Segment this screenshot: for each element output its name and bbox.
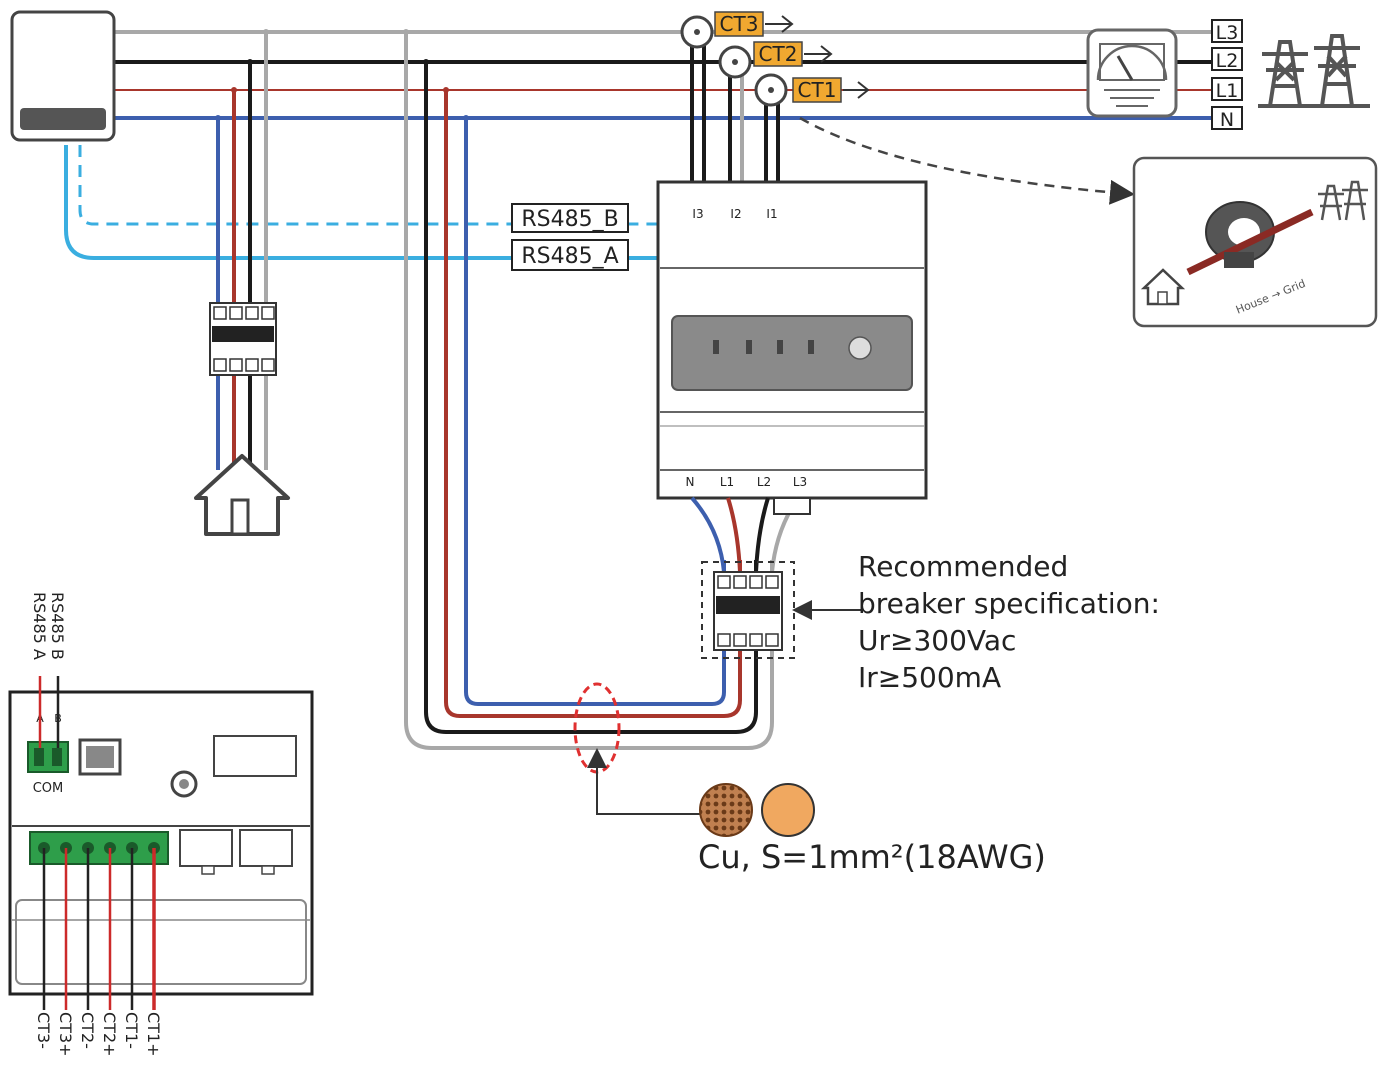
grid-l2-label: L2 [1216, 50, 1239, 72]
grid-n-label: N [1220, 109, 1234, 131]
ct-detail-inset: House → Grid [1132, 156, 1378, 328]
meter-l2-label: L2 [757, 475, 771, 489]
ct-detail-callout-line [799, 116, 1135, 205]
main-bus [112, 30, 1215, 120]
meter-i2-label: I2 [730, 207, 741, 221]
meter-l1-label: L1 [720, 475, 734, 489]
breaker-note-line: breaker specification: [858, 587, 1160, 620]
inverter-rs485-labels: RS485 A RS485 B [30, 592, 67, 660]
breaker-spec-note: Recommended breaker specification: Ur≥30… [858, 548, 1160, 696]
meter-indicator-lights [713, 336, 872, 360]
ct-pin-label: CT2- [78, 1012, 97, 1049]
ct-clamp-icon [1186, 201, 1314, 276]
ct1-label: CT1 [798, 78, 837, 102]
breaker-note-line: Recommended [858, 550, 1069, 583]
com-rs485-wires [38, 676, 60, 748]
meter-wires-to-ct [690, 42, 780, 192]
ct3-sensor: CT3 [680, 11, 794, 49]
house-branch [215, 29, 269, 470]
ct2-sensor: CT2 [718, 41, 833, 79]
inv-rs485-a-label: RS485 A [30, 592, 49, 660]
ct3-label: CT3 [720, 12, 759, 36]
house-breaker [209, 302, 277, 376]
rs485-cables [64, 145, 660, 260]
inverter [10, 10, 116, 142]
meter-to-breaker-wires [690, 496, 811, 573]
ct-pin-label: CT3+ [56, 1012, 75, 1057]
ct1-sensor: CT1 [754, 73, 870, 107]
meter-i1-label: I1 [766, 207, 777, 221]
grid-terminals: L3 L2 L1 N [1211, 19, 1243, 131]
inset-house-icon [1140, 268, 1186, 306]
cable-highlight [573, 682, 700, 815]
inv-rs485-b-label: RS485 B [48, 592, 67, 660]
rs485-b-label: RS485_B [521, 207, 618, 232]
breaker-note-line: Ur≥300Vac [858, 624, 1017, 657]
ct-pin-label: CT2+ [100, 1012, 119, 1057]
ct-pin-labels: CT3- CT3+ CT2- CT2+ CT1- CT1+ [34, 1012, 163, 1057]
ct-pin-label: CT3- [34, 1012, 53, 1049]
meter-i3-label: I3 [692, 207, 703, 221]
ct-pin-label: CT1+ [144, 1012, 163, 1057]
com-label: COM [33, 781, 64, 796]
smart-meter [656, 180, 928, 500]
meter-breaker [701, 561, 862, 659]
inset-pylon-icon [1318, 180, 1368, 221]
grid-l3-label: L3 [1216, 22, 1239, 44]
cable-spec-note: Cu, S=1mm²(18AWG) [698, 838, 1046, 876]
power-pylon-icon [1258, 34, 1370, 108]
house-icon [194, 454, 290, 536]
rs485-a-label: RS485_A [521, 244, 618, 269]
ct-pin-label: CT1- [122, 1012, 141, 1049]
utility-meter-icon [1086, 28, 1178, 118]
cable-cross-section-icon [699, 783, 815, 837]
grid-l1-label: L1 [1216, 80, 1239, 102]
meter-n-label: N [686, 475, 695, 489]
ct-terminal-block [29, 831, 169, 865]
meter-bottom-terminal-labels: N L1 L2 L3 [686, 475, 808, 489]
ct2-label: CT2 [759, 42, 798, 66]
meter-l3-label: L3 [793, 475, 807, 489]
rs485-labels: RS485_B RS485_A [511, 203, 629, 271]
ct-pin-wires [42, 848, 156, 1010]
breaker-note-line: Ir≥500mA [858, 661, 1002, 694]
inverter-com-panel: COM A B [8, 690, 314, 996]
meter-top-terminal-labels: I3 I2 I1 [692, 207, 777, 221]
